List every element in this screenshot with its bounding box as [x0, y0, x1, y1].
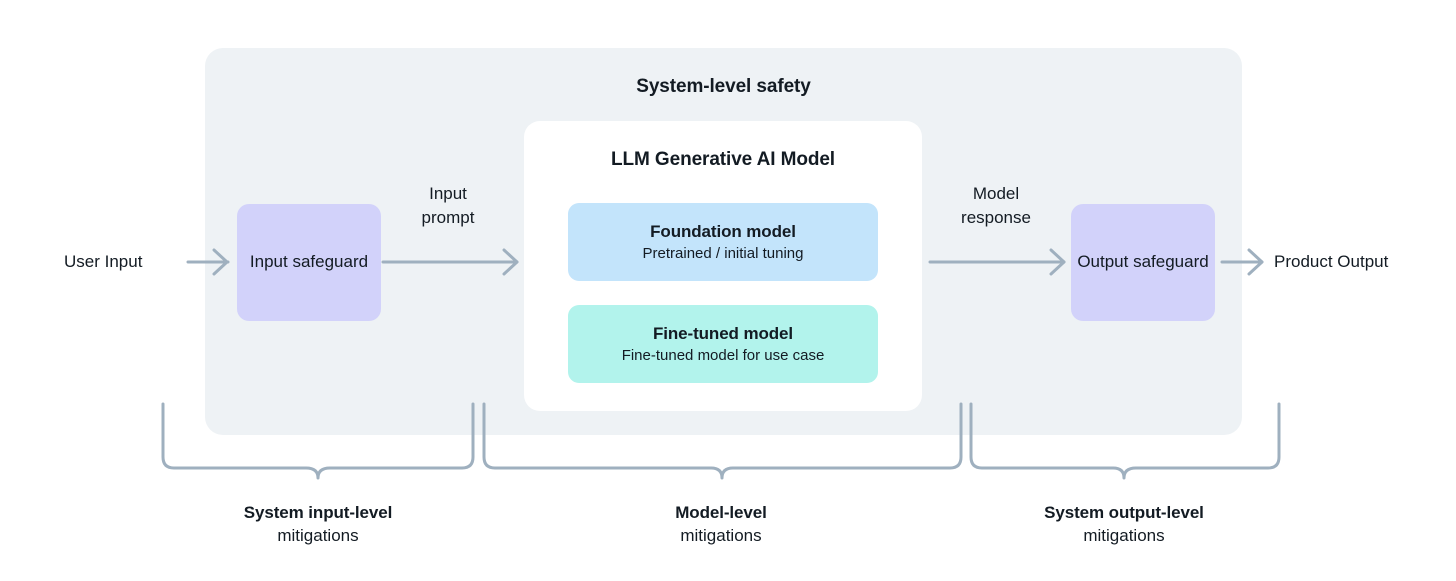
output-safeguard-box: Output safeguard: [1071, 204, 1215, 321]
fine-tuned-model-title: Fine-tuned model: [652, 324, 794, 344]
fine-tuned-model-box: Fine-tuned model Fine-tuned model for us…: [568, 305, 878, 383]
model-level-mitigations-caption: Model-level mitigations: [486, 502, 956, 548]
foundation-model-subtitle: Pretrained / initial tuning: [642, 244, 804, 262]
system-output-level-subtitle: mitigations: [1083, 525, 1165, 545]
system-level-safety-title: System-level safety: [636, 76, 811, 97]
system-output-level-mitigations-caption: System output-level mitigations: [964, 502, 1284, 548]
system-input-level-mitigations-caption: System input-level mitigations: [158, 502, 478, 548]
model-level-title: Model-level: [675, 503, 767, 522]
product-output-label: Product Output: [1274, 252, 1389, 271]
output-safeguard-label: Output safeguard: [1077, 252, 1209, 272]
input-prompt-label: Input prompt: [421, 184, 475, 228]
system-output-level-title: System output-level: [1044, 503, 1204, 522]
system-input-level-title: System input-level: [243, 503, 393, 522]
model-response-label: Model response: [961, 184, 1031, 228]
foundation-model-box: Foundation model Pretrained / initial tu…: [568, 203, 878, 281]
foundation-model-title: Foundation model: [650, 222, 796, 242]
fine-tuned-model-subtitle: Fine-tuned model for use case: [621, 346, 825, 364]
user-input-label: User Input: [64, 252, 143, 271]
llm-model-card-title: LLM Generative AI Model: [611, 149, 835, 170]
system-input-level-subtitle: mitigations: [277, 525, 359, 545]
input-safeguard-label: Input safeguard: [249, 252, 369, 272]
model-level-subtitle: mitigations: [680, 525, 762, 545]
input-safeguard-box: Input safeguard: [237, 204, 381, 321]
